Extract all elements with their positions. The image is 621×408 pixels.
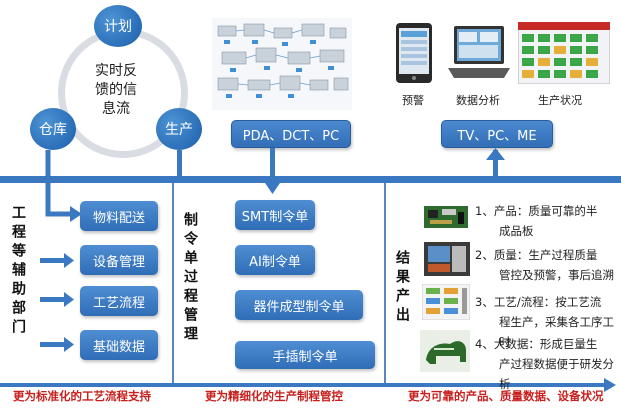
footer-right: 更为可靠的产品、质量数据、设备状况 (408, 389, 604, 403)
node-production: 生产 (156, 108, 202, 150)
btn-ai-order[interactable]: AI制令单 (235, 245, 315, 275)
node-warehouse: 仓库 (30, 108, 76, 150)
result-item-1: 1、产品：质量可靠的半 成品板 (475, 204, 598, 238)
big-data-image (420, 330, 470, 372)
btn-process-flow[interactable]: 工艺流程 (80, 286, 158, 316)
btn-equipment-management[interactable]: 设备管理 (80, 245, 158, 275)
footer-middle: 更为精细化的生产制程管控 (205, 389, 343, 403)
btn-smt-order[interactable]: SMT制令单 (235, 200, 315, 230)
left-vertical-label: 工程等辅助部门 (10, 205, 26, 338)
footer-left: 更为标准化的工艺流程支持 (13, 389, 151, 403)
btn-component-forming-order[interactable]: 器件成型制令单 (235, 290, 363, 320)
production-connector (177, 150, 182, 176)
right-vertical-label: 结果产出 (394, 250, 410, 326)
caption-analysis: 数据分析 (456, 94, 500, 107)
divider-left (172, 183, 174, 383)
factory-layout-image (212, 18, 352, 110)
process-flow-image (422, 284, 470, 320)
laptop-image (448, 26, 510, 78)
result-connector (493, 150, 498, 176)
pda-connector (270, 148, 275, 180)
warehouse-connector (45, 150, 70, 217)
quality-inspection-image (424, 242, 470, 276)
middle-vertical-label: 制令单过程管理 (182, 212, 198, 345)
node-plan: 计划 (94, 5, 142, 47)
pcb-board-image (424, 206, 468, 228)
cycle-center-text: 实时反 馈的信 息流 (95, 63, 137, 117)
result-item-2: 2、质量：生产过程质量 管控及预警，事后追溯 (475, 248, 614, 282)
device-button[interactable]: PDA、DCT、PC (231, 120, 351, 148)
result-item-3: 3、工艺/流程：按工艺流 程生产，采集各工序工时 (475, 295, 614, 349)
tablet-image (396, 23, 432, 83)
btn-base-data[interactable]: 基础数据 (80, 330, 158, 360)
btn-material-delivery[interactable]: 物料配送 (80, 201, 158, 231)
divider-right (384, 183, 386, 383)
process-band (0, 176, 621, 183)
result-item-4: 4、大数据：形成巨量生 产过程数据便于研发分析 (475, 337, 614, 391)
btn-manual-insert-order[interactable]: 手插制令单 (235, 341, 375, 369)
caption-status: 生产状况 (538, 94, 582, 107)
display-button[interactable]: TV、PC、ME (441, 120, 553, 148)
caption-warning: 预警 (402, 94, 424, 107)
production-status-screen (518, 22, 610, 84)
